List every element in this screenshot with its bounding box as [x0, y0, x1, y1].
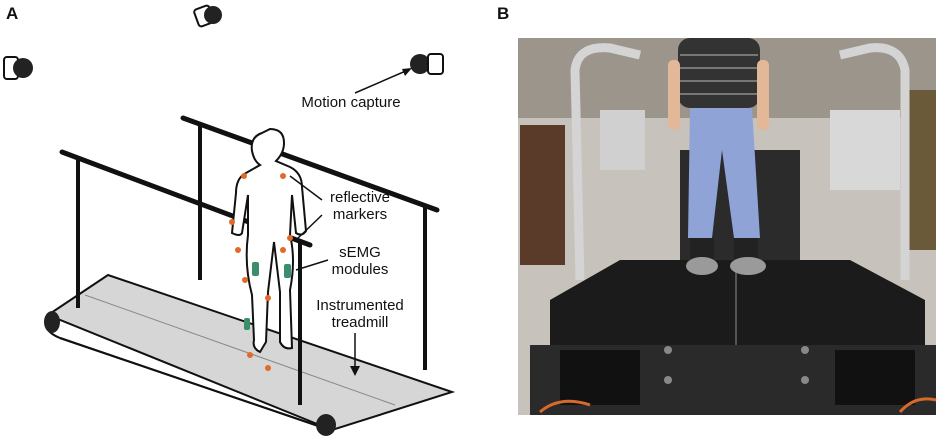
reflective-markers — [229, 173, 293, 371]
treadmill-label-line1: Instrumented — [316, 297, 404, 314]
semg-modules-label: sEMG modules — [325, 244, 395, 278]
camera-icon — [3, 56, 33, 80]
reflective-markers-label-line1: reflective — [329, 189, 391, 206]
reflective-markers-label-line2: markers — [332, 206, 388, 223]
treadmill-label-line2: treadmill — [331, 314, 389, 331]
panel-label-a: A — [6, 4, 19, 23]
camera-icon — [193, 4, 222, 28]
camera-icon — [410, 53, 444, 75]
motion-capture-label: Motion capture — [301, 94, 401, 111]
instrumented-treadmill-label: Instrumented treadmill — [310, 297, 410, 331]
semg-label-line1: sEMG — [339, 244, 381, 261]
semg-label-line2: modules — [331, 261, 389, 278]
treadmill-photo — [518, 38, 937, 415]
reflective-markers-label: reflective markers — [315, 189, 405, 223]
semg-modules — [244, 262, 291, 330]
panel-label-b: B — [497, 4, 510, 23]
